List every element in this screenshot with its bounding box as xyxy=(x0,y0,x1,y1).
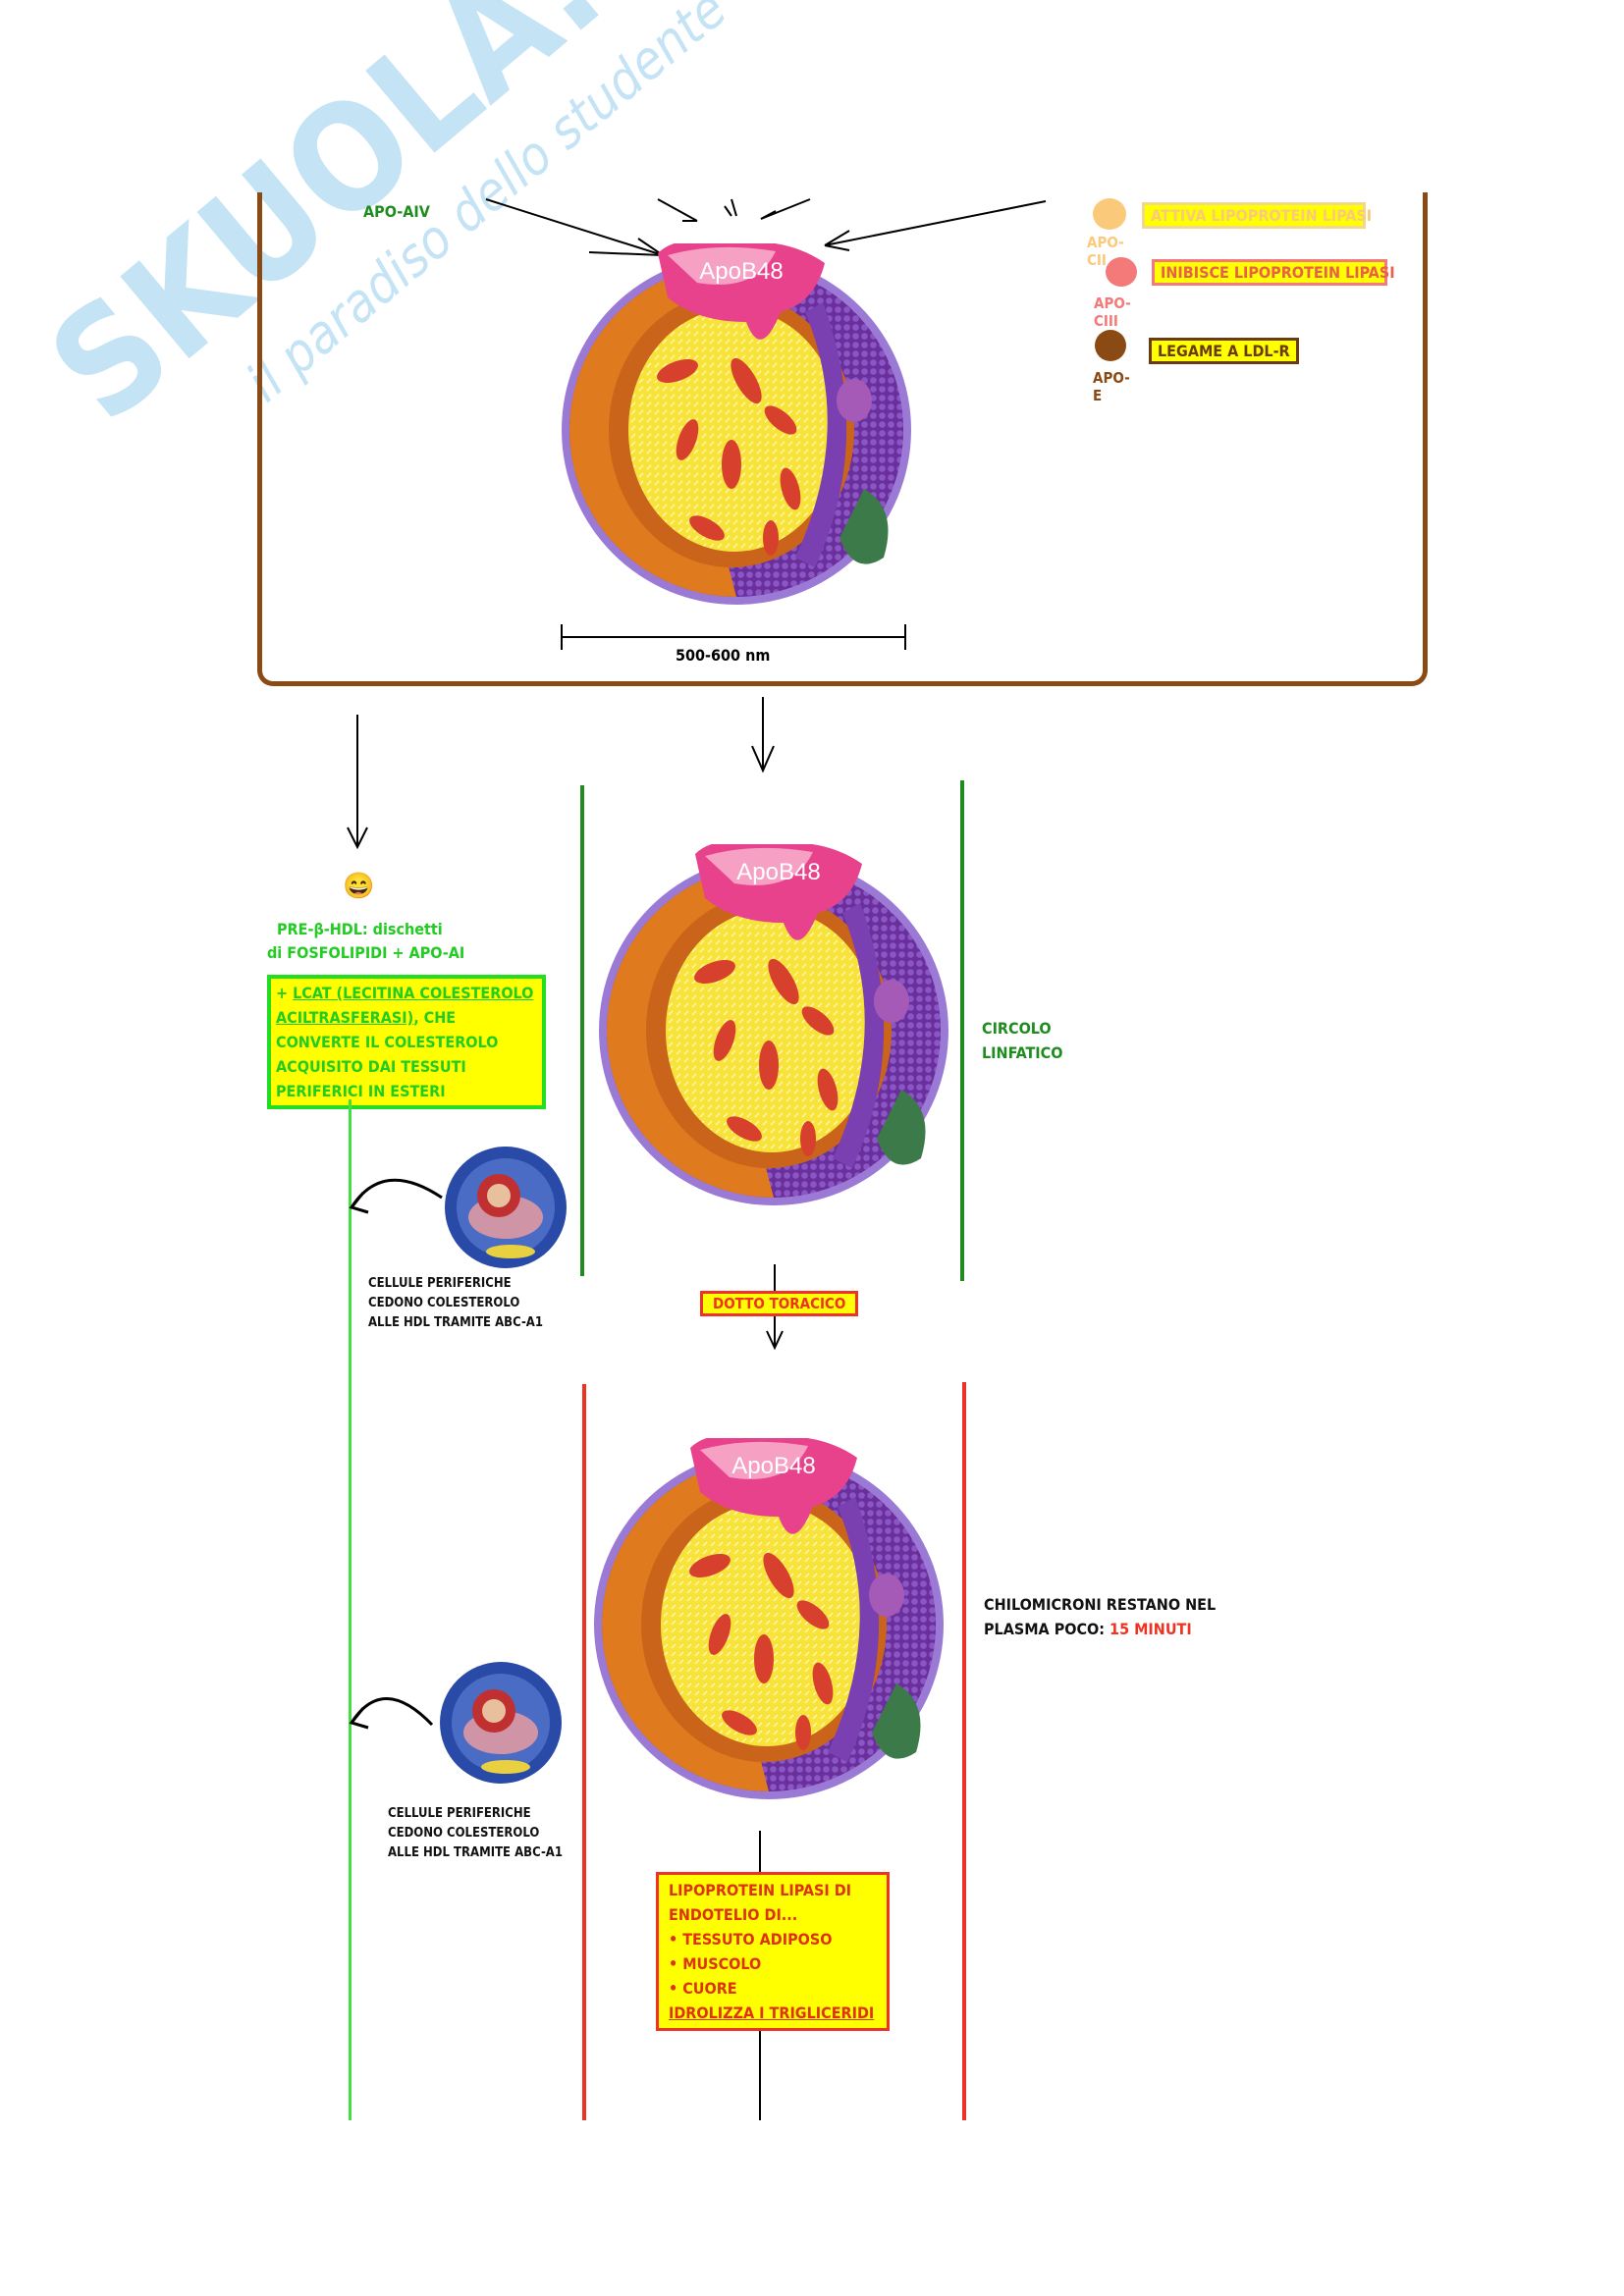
plasma-duration-note: CHILOMICRONI RESTANO NEL PLASMA POCO: 15… xyxy=(984,1592,1216,1641)
apo-ciii-dot xyxy=(1106,257,1137,287)
lymph-label-line2: LINFATICO xyxy=(982,1043,1063,1062)
chylomicron-particle-2: ApoB48 xyxy=(599,844,948,1205)
apo-ciii-effect: INIBISCE LIPOPROTEIN LIPASI xyxy=(1152,259,1395,286)
apo-ciii-label: APO-CIII xyxy=(1094,294,1131,330)
lymph-right-line xyxy=(960,780,964,1281)
top-panel-frame xyxy=(257,192,1428,686)
apo-cii-label: APO-CII xyxy=(1087,234,1124,269)
pre-beta-hdl-line2: di FOSFOLIPIDI + APO-AI xyxy=(267,943,465,962)
cell-caption-2: CELLULE PERIFERICHE CEDONO COLESTEROLO A… xyxy=(388,1804,563,1863)
arrow-to-lymph xyxy=(751,697,775,774)
pre-beta-hdl-line1: PRE-β-HDL: dischetti xyxy=(277,920,443,938)
cell-caption-1-line3: ALLE HDL TRAMITE ABC-A1 xyxy=(368,1315,543,1330)
apo-e-dot xyxy=(1095,330,1126,361)
plasma-left-line xyxy=(582,1384,586,2120)
plasma-note-line2: PLASMA POCO: 15 MINUTI xyxy=(984,1617,1216,1641)
peripheral-cell-2 xyxy=(349,1662,562,1784)
lpl-item-heart: • CUORE xyxy=(669,1979,737,1998)
chylomicron-particle-1: ApoB48 xyxy=(562,243,911,605)
lpl-line2: ENDOTELIO DI... xyxy=(669,1905,798,1924)
thoracic-duct-box: DOTTO TORACICO xyxy=(700,1291,859,1316)
apob48-label: ApoB48 xyxy=(736,859,820,885)
cell-caption-2-line2: CEDONO COLESTEROLO xyxy=(388,1826,540,1841)
scale-label: 500-600 nm xyxy=(676,646,771,665)
plasma-right-line xyxy=(962,1382,966,2120)
peripheral-cell-1 xyxy=(349,1147,567,1268)
pre-beta-hdl-title: PRE-β-HDL: dischetti di FOSFOLIPIDI + AP… xyxy=(267,918,464,965)
hdl-green-line xyxy=(349,1099,352,2120)
cell-caption-1: CELLULE PERIFERICHE CEDONO COLESTEROLO A… xyxy=(368,1274,543,1333)
apo-cii-effect: ATTIVA LIPOPROTEIN LIPASI xyxy=(1142,202,1372,229)
cell-caption-2-line3: ALLE HDL TRAMITE ABC-A1 xyxy=(388,1845,563,1860)
lipoprotein-lipase-box: LIPOPROTEIN LIPASI DI ENDOTELIO DI... • … xyxy=(656,1872,890,2031)
cell-caption-1-line2: CEDONO COLESTEROLO xyxy=(368,1296,520,1310)
apo-cii-dot xyxy=(1093,198,1126,230)
cell-caption-1-line1: CELLULE PERIFERICHE xyxy=(368,1276,512,1291)
plasma-note-highlight: 15 MINUTI xyxy=(1110,1620,1192,1638)
lcat-name: LCAT (LECITINA COLESTEROLO ACILTRASFERAS… xyxy=(276,984,534,1027)
apo-e-label: APO-E xyxy=(1093,369,1130,404)
scale-bar xyxy=(561,624,906,650)
lpl-item-adipose: • TESSUTO ADIPOSO xyxy=(669,1930,833,1949)
lymph-label: CIRCOLO LINFATICO xyxy=(982,1016,1062,1065)
smile-emoji: 😄 xyxy=(343,871,375,900)
lpl-item-muscle: • MUSCOLO xyxy=(669,1954,762,1973)
lpl-line1: LIPOPROTEIN LIPASI DI xyxy=(669,1881,852,1899)
plasma-note-line1: CHILOMICRONI RESTANO NEL xyxy=(984,1595,1217,1614)
apolipoprotein-arrows xyxy=(485,198,1047,256)
cell-caption-2-line1: CELLULE PERIFERICHE xyxy=(388,1806,531,1821)
lymph-left-line xyxy=(580,785,584,1276)
lcat-description: , CHE CONVERTE IL COLESTEROLO ACQUISITO … xyxy=(276,1008,499,1100)
apo-e-effect: LEGAME A LDL-R xyxy=(1149,338,1299,364)
lpl-footer: IDROLIZZA I TRIGLICERIDI xyxy=(669,2003,875,2022)
apob48-label: ApoB48 xyxy=(731,1453,815,1479)
apob48-label: ApoB48 xyxy=(699,258,783,285)
chylomicron-particle-3: ApoB48 xyxy=(594,1438,944,1799)
lcat-box: + LCAT (LECITINA COLESTEROLO ACILTRASFER… xyxy=(267,975,546,1109)
apo-aiv-label: APO-AIV xyxy=(363,202,430,221)
lcat-prefix: + xyxy=(276,984,294,1002)
arrow-to-hdl xyxy=(347,715,368,850)
plasma-note-prefix: PLASMA POCO: xyxy=(984,1620,1110,1638)
lymph-label-line1: CIRCOLO xyxy=(982,1019,1052,1038)
